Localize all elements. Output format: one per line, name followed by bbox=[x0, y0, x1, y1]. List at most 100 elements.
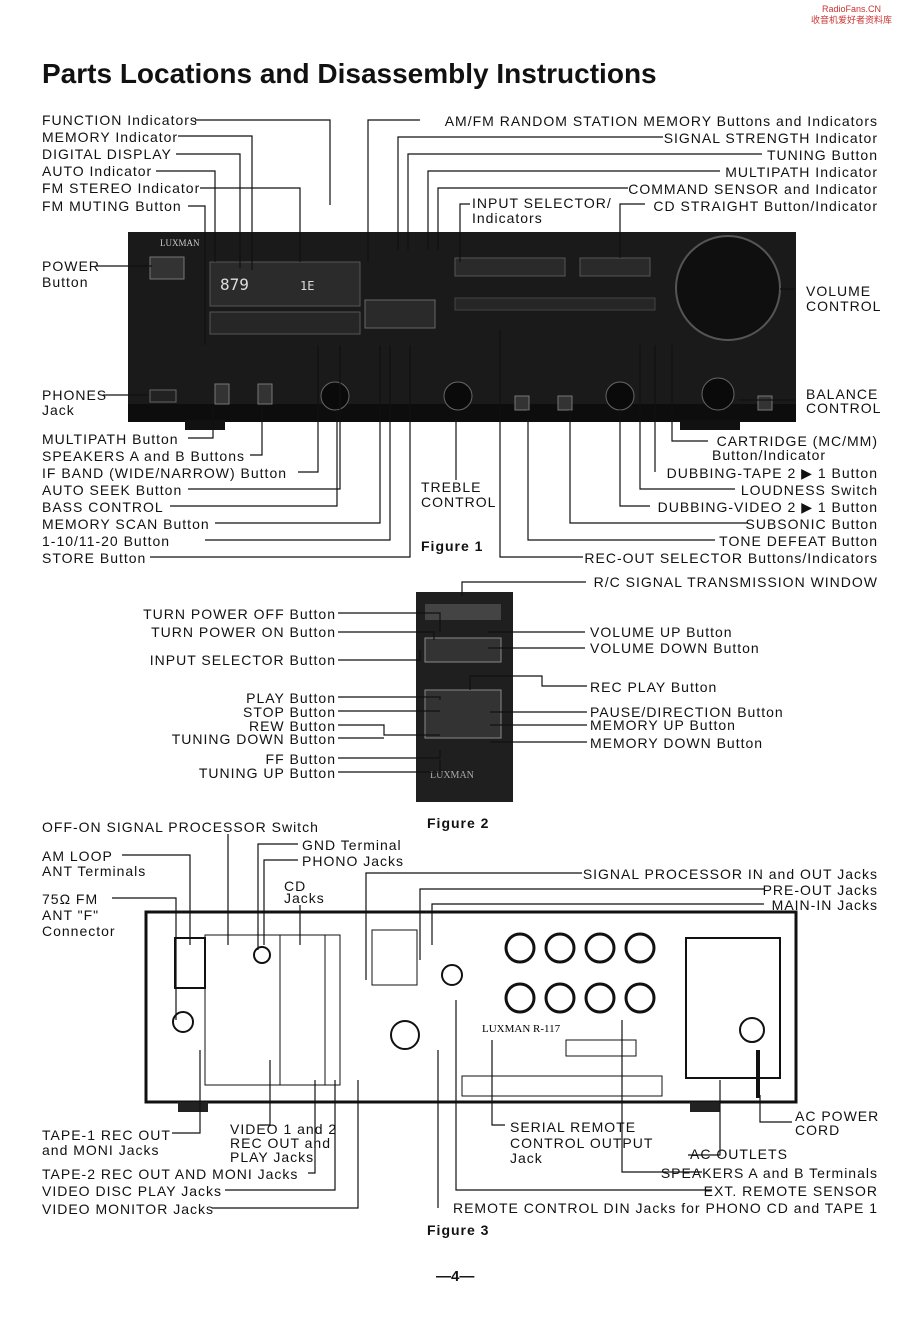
fig2-label-volume-up: VOLUME UP Button bbox=[590, 624, 733, 640]
figure3-caption: Figure 3 bbox=[427, 1222, 490, 1238]
fig3-label-ac-outlets: AC OUTLETS bbox=[690, 1146, 788, 1162]
figure2-leader-lines bbox=[338, 581, 587, 773]
fig2-label-window: R/C SIGNAL TRANSMISSION WINDOW bbox=[593, 574, 878, 590]
fig1-label-balance: BALANCE bbox=[806, 386, 879, 402]
watermark-sub: 收音机爱好者资料库 bbox=[810, 15, 892, 25]
fig3-label-phono: PHONO Jacks bbox=[302, 853, 405, 869]
fig1-label-auto-indicator: AUTO Indicator bbox=[42, 163, 153, 179]
fig1-label-phones: PHONES bbox=[42, 387, 108, 403]
watermark-site: RadioFans.CN bbox=[821, 4, 881, 14]
fig1-label-treble: TREBLE bbox=[421, 479, 482, 495]
fig1-label-cartridge: CARTRIDGE (MC/MM) bbox=[716, 433, 878, 449]
fig1-label-auto-seek-button: AUTO SEEK Button bbox=[42, 482, 183, 498]
fig1-label-dubbing-video: DUBBING-VIDEO 2 ▶ 1 Button bbox=[657, 499, 878, 515]
fig1-label-input-selector-indicators: Indicators bbox=[472, 210, 543, 226]
fig3-label-jack: Jack bbox=[510, 1150, 543, 1166]
fig3-label-ant-terminals: ANT Terminals bbox=[42, 863, 147, 879]
fig3-label-ac-power: AC POWER bbox=[795, 1108, 880, 1124]
fig1-label-bass-control: BASS CONTROL bbox=[42, 499, 164, 515]
fig3-label-pre-out: PRE-OUT Jacks bbox=[762, 882, 878, 898]
front-panel: 879 1E LUXMAN bbox=[128, 232, 796, 430]
fig1-label-speakers-buttons: SPEAKERS A and B Buttons bbox=[42, 448, 245, 464]
fig3-label-ext-remote-sensor: EXT. REMOTE SENSOR bbox=[703, 1183, 878, 1199]
fig1-label-memory-indicator: MEMORY Indicator bbox=[42, 129, 179, 145]
figure2-caption: Figure 2 bbox=[427, 815, 490, 831]
fig1-label-fm-muting-button: FM MUTING Button bbox=[42, 198, 182, 214]
fig1-label-random-memory: AM/FM RANDOM STATION MEMORY Buttons and … bbox=[444, 113, 878, 129]
fig1-label-command-sensor: COMMAND SENSOR and Indicator bbox=[628, 181, 878, 197]
fig1-label-function-indicators: FUNCTION Indicators bbox=[42, 112, 198, 128]
fig2-label-power-on: TURN POWER ON Button bbox=[151, 624, 336, 640]
fig2-label-stop: STOP Button bbox=[243, 704, 336, 720]
fig1-label-1-10-button: 1-10/11-20 Button bbox=[42, 533, 171, 549]
fig1-label-tone-defeat: TONE DEFEAT Button bbox=[719, 533, 878, 549]
fig1-label-signal-strength: SIGNAL STRENGTH Indicator bbox=[663, 130, 878, 146]
fig3-label-control-output: CONTROL OUTPUT bbox=[510, 1135, 654, 1151]
fig3-label-remote-din: REMOTE CONTROL DIN Jacks for PHONO CD an… bbox=[452, 1200, 878, 1216]
fig3-label-serial-remote: SERIAL REMOTE bbox=[510, 1119, 637, 1135]
fig1-label-multipath-indicator: MULTIPATH Indicator bbox=[725, 164, 878, 180]
fig3-label-tape1-moni: and MONI Jacks bbox=[42, 1142, 160, 1158]
fig3-label-video-disc: VIDEO DISC PLAY Jacks bbox=[42, 1183, 222, 1199]
fig1-label-input-selector: INPUT SELECTOR/ bbox=[472, 195, 612, 211]
page-number: —4— bbox=[436, 1268, 475, 1285]
fig3-label-tape2: TAPE-2 REC OUT AND MONI Jacks bbox=[42, 1166, 299, 1182]
display-left-text: 879 bbox=[220, 275, 249, 294]
fig3-label-video12: VIDEO 1 and 2 bbox=[230, 1121, 338, 1137]
display-right-text: 1E bbox=[300, 279, 314, 293]
fig3-label-video-monitor: VIDEO MONITOR Jacks bbox=[42, 1201, 214, 1217]
fig1-label-tuning-button: TUNING Button bbox=[766, 147, 878, 163]
fig3-label-signal-processor-jacks: SIGNAL PROCESSOR IN and OUT Jacks bbox=[582, 866, 878, 882]
fig2-label-play: PLAY Button bbox=[246, 690, 336, 706]
fig1-label-digital-display: DIGITAL DISPLAY bbox=[42, 146, 172, 162]
remote-brand: LUXMAN bbox=[430, 770, 474, 781]
fig1-label-power-button: Button bbox=[42, 274, 89, 290]
fig1-label-balance-control: CONTROL bbox=[806, 400, 882, 416]
fig1-label-volume: VOLUME bbox=[806, 283, 872, 299]
rear-panel: LUXMAN R-117 bbox=[144, 910, 798, 1112]
fig2-label-tuning-up: TUNING UP Button bbox=[198, 765, 336, 781]
fig2-label-input-selector: INPUT SELECTOR Button bbox=[149, 652, 336, 668]
page-title: Parts Locations and Disassembly Instruct… bbox=[42, 58, 657, 89]
fig3-label-am-loop: AM LOOP bbox=[42, 848, 113, 864]
fig3-label-cd: CD bbox=[284, 878, 307, 894]
fig1-label-multipath-button: MULTIPATH Button bbox=[42, 431, 179, 447]
fig1-label-subsonic: SUBSONIC Button bbox=[745, 516, 878, 532]
fig3-label-speakers-terminals: SPEAKERS A and B Terminals bbox=[660, 1165, 878, 1181]
fig3-label-gnd: GND Terminal bbox=[302, 837, 402, 853]
fig3-label-video-rec-out: REC OUT and bbox=[230, 1135, 331, 1151]
fig3-label-75-fm: 75Ω FM bbox=[42, 891, 99, 907]
fig2-label-memory-down: MEMORY DOWN Button bbox=[590, 735, 764, 751]
fig1-label-cartridge-button: Button/Indicator bbox=[712, 447, 827, 463]
fig1-label-store-button: STORE Button bbox=[42, 550, 147, 566]
fig3-label-main-in: MAIN-IN Jacks bbox=[771, 897, 878, 913]
fig2-label-pause: PAUSE/DIRECTION Button bbox=[590, 704, 784, 720]
fig3-label-ant-f: ANT "F" bbox=[42, 907, 100, 923]
fig2-label-power-off: TURN POWER OFF Button bbox=[143, 606, 336, 622]
fig1-label-loudness: LOUDNESS Switch bbox=[740, 482, 878, 498]
fig3-label-cord: CORD bbox=[795, 1122, 841, 1138]
fig2-label-rew: REW Button bbox=[248, 718, 336, 734]
front-brand: LUXMAN bbox=[160, 238, 200, 248]
figure3-leader-lines bbox=[112, 834, 792, 1209]
fig3-label-video-play: PLAY Jacks bbox=[230, 1149, 315, 1165]
fig3-label-signal-processor-switch: OFF-ON SIGNAL PROCESSOR Switch bbox=[42, 819, 319, 835]
fig2-label-volume-down: VOLUME DOWN Button bbox=[590, 640, 760, 656]
fig1-label-power: POWER bbox=[42, 258, 100, 274]
fig1-label-fm-stereo-indicator: FM STEREO Indicator bbox=[42, 180, 201, 196]
fig2-label-rec-play: REC PLAY Button bbox=[590, 679, 718, 695]
fig1-label-treble-control: CONTROL bbox=[421, 494, 497, 510]
fig3-label-cd-jacks: Jacks bbox=[284, 890, 325, 906]
fig2-label-memory-up: MEMORY UP Button bbox=[590, 717, 736, 733]
fig1-label-if-band-button: IF BAND (WIDE/NARROW) Button bbox=[42, 465, 288, 481]
fig1-label-phones-jack: Jack bbox=[42, 402, 75, 418]
fig1-label-dubbing-tape: DUBBING-TAPE 2 ▶ 1 Button bbox=[666, 465, 878, 481]
fig1-label-cd-straight: CD STRAIGHT Button/Indicator bbox=[653, 198, 878, 214]
fig3-label-tape1: TAPE-1 REC OUT bbox=[42, 1127, 171, 1143]
fig1-label-rec-out-selector: REC-OUT SELECTOR Buttons/Indicators bbox=[584, 550, 878, 566]
fig2-label-tuning-down: TUNING DOWN Button bbox=[171, 731, 336, 747]
fig3-label-connector: Connector bbox=[42, 923, 116, 939]
figure1-caption: Figure 1 bbox=[421, 538, 484, 554]
fig2-label-ff: FF Button bbox=[265, 751, 336, 767]
